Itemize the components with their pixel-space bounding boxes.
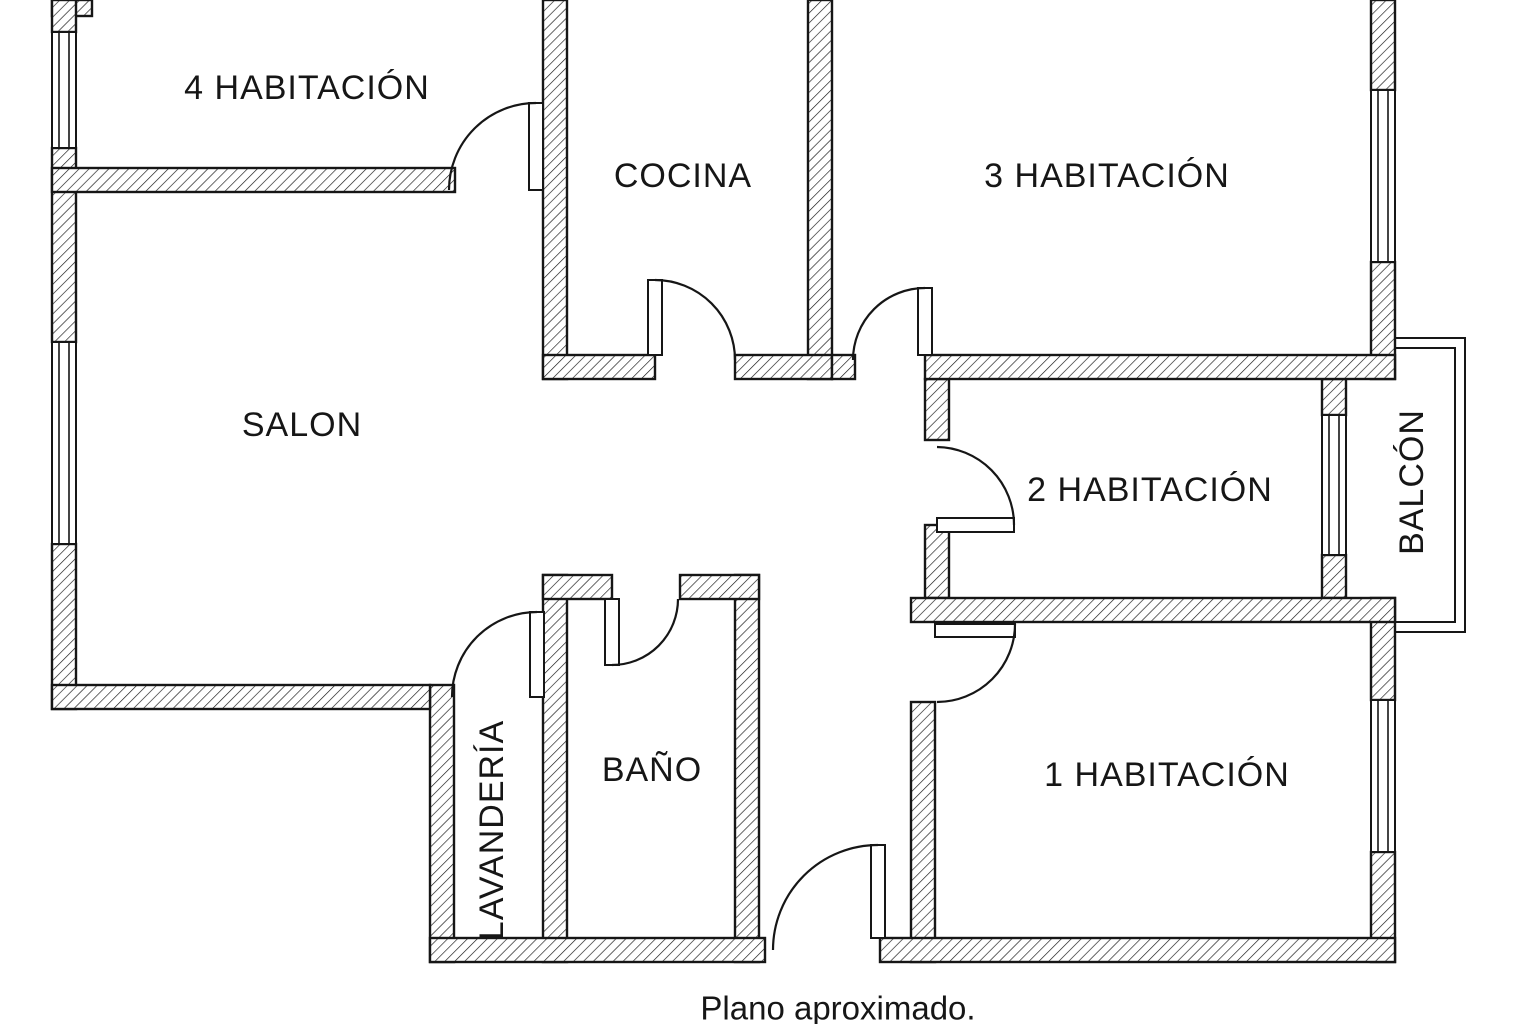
window-left-lower xyxy=(51,341,77,545)
door-leaves xyxy=(528,102,1016,939)
room-label-lavanderia: LAVANDERÍA xyxy=(473,720,511,940)
room-label-cocina: COCINA xyxy=(614,157,752,195)
wall-left-outer-c xyxy=(50,542,78,711)
door-leaf-hab1 xyxy=(934,623,1016,638)
wall-cocina-bottom-left xyxy=(541,353,657,381)
room-label-bano: BAÑO xyxy=(602,751,702,789)
room-label-balcon: BALCÓN xyxy=(1393,409,1431,555)
room-label-hab4: 4 HABITACIÓN xyxy=(184,69,430,107)
door-swing-cocina xyxy=(654,278,737,361)
balcony-railing xyxy=(1395,337,1466,633)
room-labels: 4 HABITACIÓN COCINA 3 HABITACIÓN SALON 2… xyxy=(184,69,1431,940)
door-leaf-entrance xyxy=(870,844,886,939)
balcony-railing-outer xyxy=(1395,337,1466,633)
window-left-upper xyxy=(51,31,77,149)
balcony-railing-inner xyxy=(1395,347,1456,623)
room-label-hab3: 3 HABITACIÓN xyxy=(984,157,1230,195)
wall-hab4-salon xyxy=(50,166,457,194)
wall-bano-left xyxy=(541,573,569,964)
door-swing-hab1 xyxy=(936,623,1017,704)
wall-hab2-left-a xyxy=(923,377,951,442)
door-leaf-hab2 xyxy=(936,517,1015,533)
plan-caption: Plano aproximado. xyxy=(700,990,975,1024)
wall-hab2-right-a xyxy=(1320,377,1348,417)
door-swing-hab4 xyxy=(447,101,537,191)
door-swing-entrance xyxy=(771,843,879,951)
door-leaf-hab4 xyxy=(528,102,544,191)
wall-cocina-bottom-right xyxy=(733,353,834,381)
wall-hab1-left xyxy=(909,700,937,964)
door-leaf-salon xyxy=(529,611,545,698)
wall-hab2-hab1 xyxy=(909,596,1397,624)
door-swing-salon xyxy=(450,610,538,698)
wall-bottom-right xyxy=(878,936,1397,964)
window-hab3 xyxy=(1370,89,1396,263)
door-swing-hab2 xyxy=(936,445,1016,526)
wall-hab3-hab2 xyxy=(923,353,1397,381)
wall-bano-right xyxy=(733,573,761,964)
wall-cocina-hall xyxy=(806,0,834,381)
wall-hab2-left-b xyxy=(923,523,951,600)
door-leaf-cocina xyxy=(647,279,663,356)
door-swing-bano xyxy=(611,598,680,667)
wall-bano-top-right xyxy=(678,573,761,601)
door-swing-hab3 xyxy=(851,286,926,361)
room-label-hab2: 2 HABITACIÓN xyxy=(1027,471,1273,509)
wall-salon-bottom xyxy=(50,683,432,711)
wall-bano-top-left xyxy=(541,573,614,601)
wall-hab3-bottom-stub xyxy=(830,353,857,381)
wall-bottom-left xyxy=(428,936,767,964)
walls xyxy=(50,0,1397,964)
wall-right-outer-a xyxy=(1369,0,1397,92)
wall-left-outer-a xyxy=(50,0,78,34)
room-label-hab1: 1 HABITACIÓN xyxy=(1044,756,1290,794)
door-leaf-hab3 xyxy=(917,287,933,356)
balcony-door-window xyxy=(1321,414,1347,556)
wall-lavanderia-left xyxy=(428,683,456,964)
window-hab1 xyxy=(1370,699,1396,853)
windows xyxy=(51,31,1396,853)
room-label-salon: SALON xyxy=(242,406,362,444)
door-swings xyxy=(447,101,1017,951)
door-leaf-bano xyxy=(604,598,620,666)
wall-hab4-cocina xyxy=(541,0,569,381)
wall-hab2-right-b xyxy=(1320,553,1348,600)
